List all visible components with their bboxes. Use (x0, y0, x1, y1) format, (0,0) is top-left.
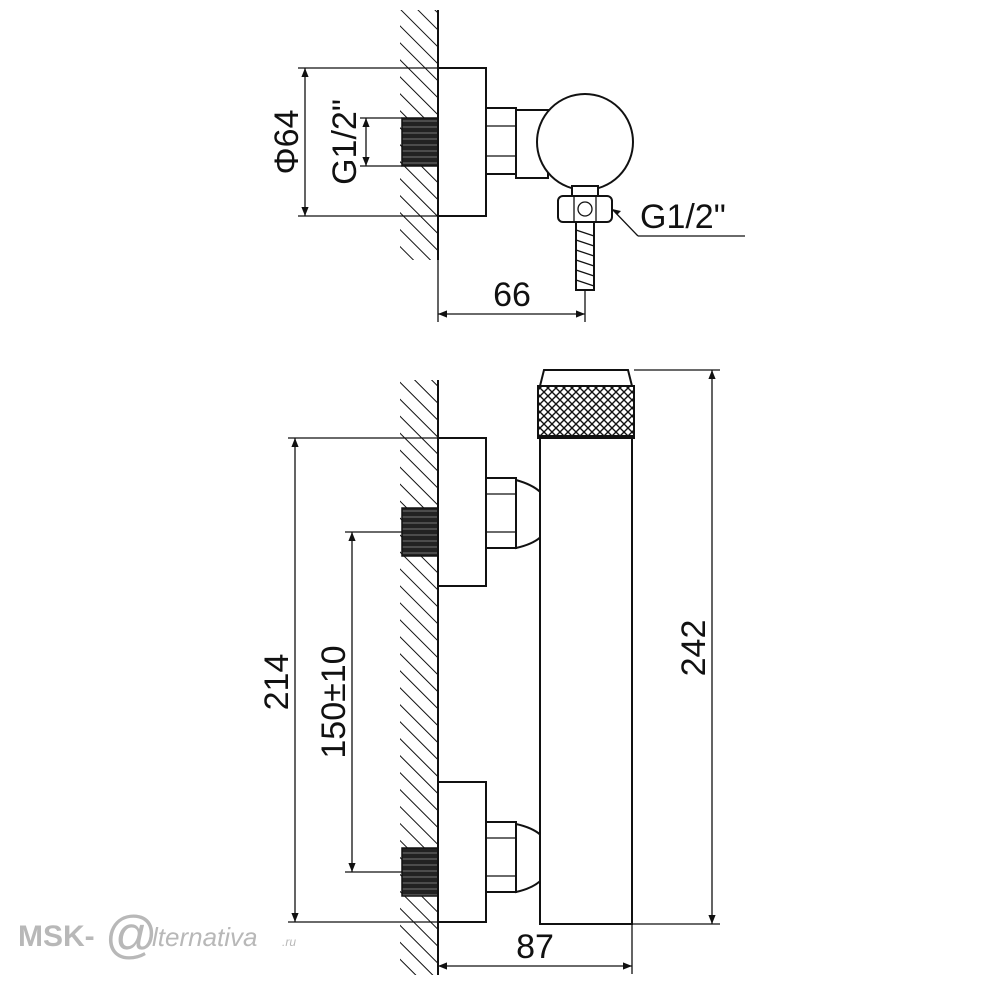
handle-circle (536, 93, 634, 191)
outlet-thread-leader: G1/2" (611, 198, 745, 237)
height-label: 214 (258, 654, 296, 711)
projection-label: 87 (516, 928, 554, 966)
length-label: 242 (675, 620, 713, 677)
mixer-body (539, 435, 633, 925)
knurled-handle (537, 385, 635, 439)
thread-top (401, 117, 439, 167)
top-view: Φ64 G1/2" G1/2" 66 (268, 10, 745, 322)
watermark-tld: .ru (282, 935, 296, 949)
side-view: 214 150±10 242 87 (258, 369, 720, 975)
depth-label: 66 (493, 276, 531, 314)
diameter-label: Φ64 (268, 110, 306, 175)
height-dimension: 214 (258, 437, 438, 923)
projection-dimension: 87 (438, 924, 633, 974)
watermark-prefix: MSK- (18, 920, 95, 953)
handle-cap (538, 369, 634, 387)
spacing-dimension: 150±10 (315, 531, 402, 873)
outlet-fitting (557, 185, 613, 291)
length-dimension: 242 (632, 369, 720, 925)
watermark: MSK- @ lternativa .ru (18, 906, 296, 964)
watermark-at: @ (104, 906, 157, 964)
depth-dimension: 66 (437, 260, 586, 322)
thread-upper (401, 507, 439, 557)
watermark-suffix: lternativa (152, 922, 258, 952)
escutcheon-upper (437, 437, 487, 587)
inlet-thread-dimension: G1/2" (326, 99, 402, 185)
hex-nut-top (485, 107, 517, 175)
escutcheon-lower (437, 781, 487, 923)
thread-lower (401, 847, 439, 897)
spacing-label: 150±10 (315, 645, 353, 758)
outlet-thread-label: G1/2" (640, 198, 726, 236)
escutcheon-top (437, 67, 487, 217)
diameter-dimension: Φ64 (268, 67, 438, 217)
inlet-thread-label: G1/2" (326, 99, 364, 185)
